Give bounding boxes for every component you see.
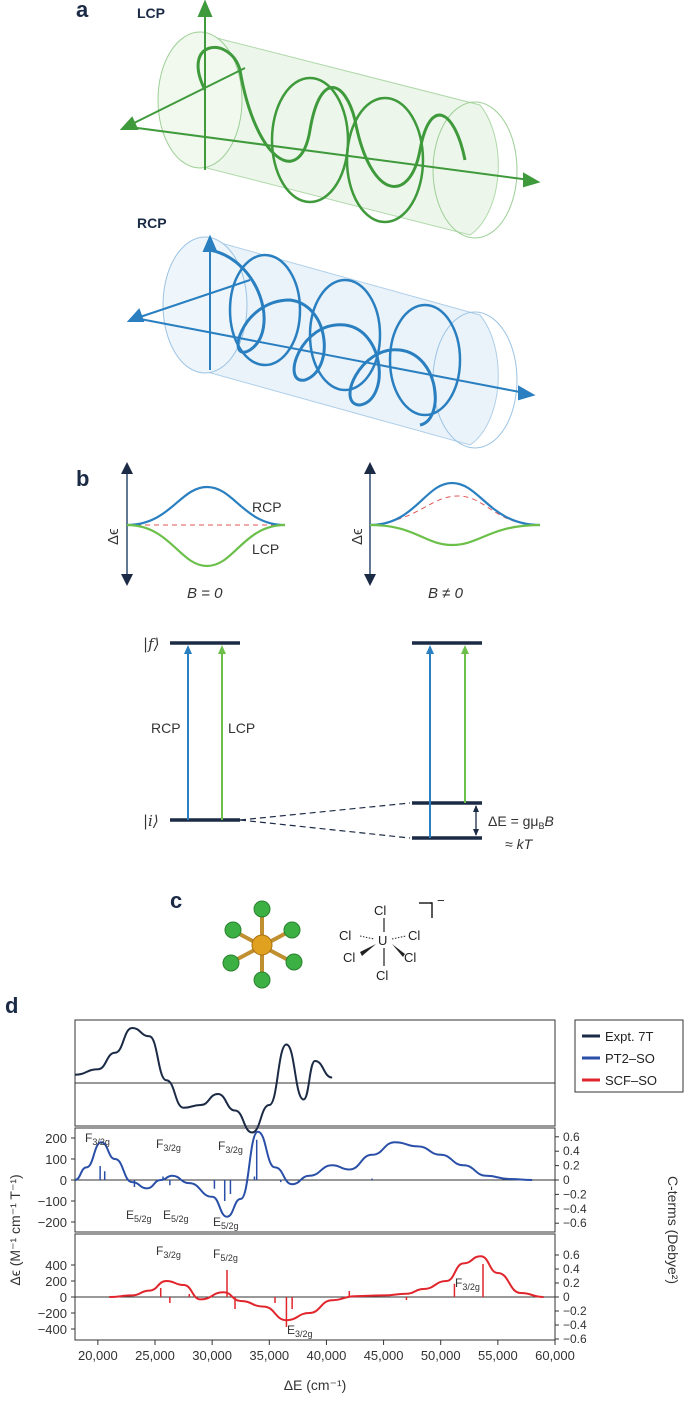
- pt2-curve: [74, 1130, 533, 1218]
- spectrum-b-zero: [121, 462, 286, 586]
- pt2-annotation-0: F3/2g: [85, 1131, 110, 1147]
- ball-stick-model: [222, 900, 303, 989]
- x-tick-label-8: 60,000: [535, 1348, 575, 1363]
- cl-left: Cl: [339, 928, 351, 943]
- rcp-label: RCP: [137, 215, 167, 231]
- pt2-annotation-3: E5/2g: [126, 1208, 152, 1224]
- x-tick-label-3: 35,000: [249, 1348, 289, 1363]
- lcp-axes: [119, 0, 541, 188]
- spectrum-b-nonzero: [364, 462, 541, 586]
- pt2-right-tick-label-0: 0.6: [563, 1130, 580, 1144]
- x-tick-label-7: 55,000: [478, 1348, 518, 1363]
- pt2-annotation-4: E5/2g: [163, 1208, 189, 1224]
- pt2-right-tick-label-6: −0.6: [563, 1216, 587, 1230]
- pt2-right-tick-label-4: −0.2: [563, 1187, 587, 1201]
- scf-right-tick-label-6: −0.6: [563, 1332, 587, 1346]
- pt2-left-tick-label-4: −200: [38, 1215, 67, 1230]
- cl-br: Cl: [404, 950, 416, 965]
- scf-right-tick-label-0: 0.6: [563, 1248, 580, 1262]
- pt2-left-tick-label-0: 200: [45, 1131, 67, 1146]
- delta-eps-right: Δϵ: [349, 528, 366, 545]
- arrow-lcp-label: LCP: [228, 720, 255, 736]
- lcp-helix: [196, 45, 467, 224]
- scf-right-tick-label-4: −0.2: [563, 1304, 587, 1318]
- lcp-label: LCP: [137, 5, 165, 21]
- pt2-annotation-5: E5/2g: [213, 1215, 239, 1231]
- rcp-helix: [209, 248, 462, 427]
- scf-annotation-3: E3/2g: [287, 1323, 313, 1339]
- scf-right-tick-label-3: 0: [563, 1290, 570, 1304]
- pt2-left-tick-label-2: 0: [60, 1173, 67, 1188]
- panel-c-letter: c: [170, 888, 183, 913]
- legend-label-2: SCF–SO: [605, 1073, 657, 1088]
- x-tick-label-5: 45,000: [364, 1348, 404, 1363]
- pt2-right-tick-label-2: 0.2: [563, 1159, 580, 1173]
- scf-left-tick-label-0: 400: [45, 1258, 67, 1273]
- scf-left-tick-label-1: 200: [45, 1274, 67, 1289]
- pt2-right-tick-label-3: 0: [563, 1173, 570, 1187]
- u-atom: U: [378, 933, 387, 948]
- delta-eps-left: Δϵ: [105, 528, 122, 545]
- zeeman-kt-label: ≈ kT: [505, 836, 534, 852]
- y-axis-label-right: C-terms (Debye²): [665, 1176, 681, 1284]
- scf-right-tick-label-1: 0.4: [563, 1262, 580, 1276]
- pt2-left-tick-label-3: −100: [38, 1194, 67, 1209]
- expt-frame: [74, 1019, 556, 1127]
- pt2-annotation-1: F3/2g: [156, 1137, 181, 1153]
- cl-right: Cl: [408, 928, 420, 943]
- structural-formula: Cl Cl Cl U Cl Cl Cl −: [339, 893, 445, 983]
- scf-annotation-2: F3/2g: [455, 1276, 480, 1292]
- panel-b-letter: b: [76, 466, 90, 491]
- scf-right-tick-label-5: −0.4: [563, 1318, 587, 1332]
- scf-curve: [109, 1255, 544, 1322]
- expt-curve: [74, 1026, 333, 1134]
- scf-annotation-1: F5/2g: [213, 1247, 238, 1263]
- cl-bl: Cl: [343, 950, 355, 965]
- panel-c-figure: Cl Cl Cl U Cl Cl Cl −: [222, 893, 445, 989]
- x-axis-label: ΔE (cm⁻¹): [284, 1377, 347, 1393]
- state-i-label: |i⟩: [143, 812, 159, 830]
- scf-left-tick-label-3: −200: [38, 1306, 67, 1321]
- scf-left-tick-label-4: −400: [38, 1322, 67, 1337]
- panel-a-figure: LCP RCP: [119, 0, 541, 449]
- x-tick-label-2: 30,000: [192, 1348, 232, 1363]
- levels-right: [412, 641, 482, 840]
- scf-right-tick-label-2: 0.2: [563, 1276, 580, 1290]
- x-tick-label-4: 40,000: [307, 1348, 347, 1363]
- x-tick-label-0: 20,000: [78, 1348, 118, 1363]
- pt2-right-tick-label-5: −0.4: [563, 1202, 587, 1216]
- rcp-curve-label: RCP: [252, 499, 282, 515]
- lcp-curve-label: LCP: [252, 541, 279, 557]
- scf-left-tick-label-2: 0: [60, 1290, 67, 1305]
- pt2-annotation-2: F3/2g: [218, 1139, 243, 1155]
- legend-label-0: Expt. 7T: [605, 1029, 653, 1044]
- legend-label-1: PT2–SO: [605, 1051, 655, 1066]
- b-nonzero-label: B ≠ 0: [428, 585, 464, 602]
- state-f-label: |f⟩: [143, 635, 159, 653]
- charge-sign: −: [437, 893, 445, 908]
- x-tick-label-6: 50,000: [421, 1348, 461, 1363]
- cl-top: Cl: [374, 903, 386, 918]
- y-axis-label-left: Δϵ (M⁻¹ cm⁻¹ T⁻¹): [7, 1174, 23, 1285]
- zeeman-label: ΔE = gμBB: [488, 813, 554, 831]
- scf-annotation-0: F3/2g: [156, 1244, 181, 1260]
- x-tick-label-1: 25,000: [135, 1348, 175, 1363]
- b-zero-label: B = 0: [187, 585, 223, 602]
- rcp-axes: [126, 234, 536, 401]
- panel-d-letter: d: [5, 993, 19, 1018]
- panel-a-letter: a: [76, 0, 89, 22]
- arrow-rcp-label: RCP: [151, 720, 181, 736]
- levels-left: [170, 641, 411, 839]
- panel-b-figure: Δϵ RCP LCP B = 0 Δϵ B ≠ 0 |f⟩ |i⟩ RCP LC…: [105, 462, 554, 852]
- cl-bottom: Cl: [376, 968, 388, 983]
- pt2-right-tick-label-1: 0.4: [563, 1144, 580, 1158]
- pt2-left-tick-label-1: 100: [45, 1152, 67, 1167]
- scf-frame: [74, 1233, 556, 1341]
